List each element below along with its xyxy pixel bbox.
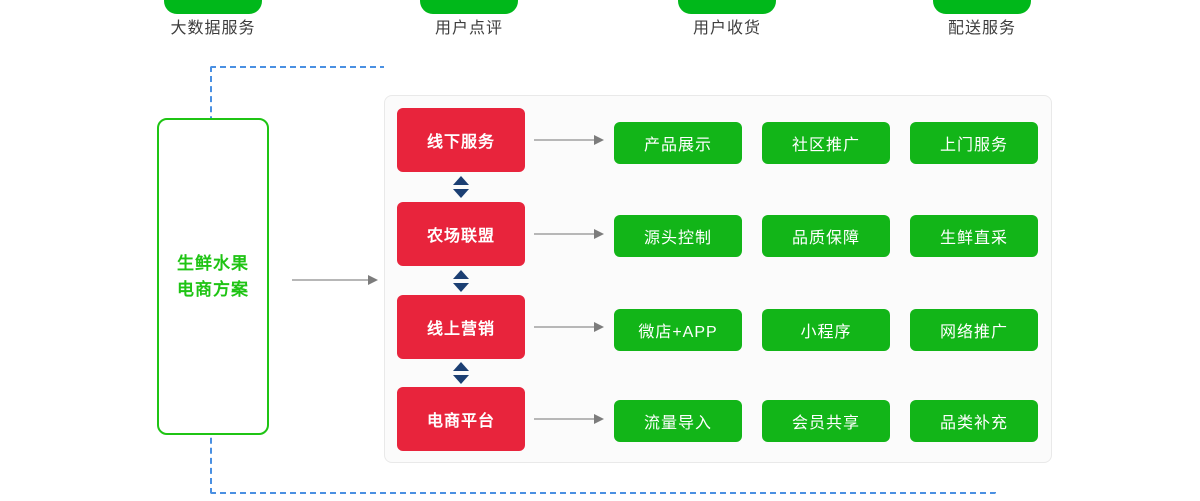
leaf-label-1-0: 源头控制: [643, 230, 712, 247]
top-pill-3[interactable]: [933, 0, 1031, 14]
leaf-label-1-1: 品质保障: [791, 230, 860, 247]
top-pill-label-0: 大数据服务: [170, 20, 256, 37]
root-node-line1: 生鲜水果: [177, 253, 249, 273]
top-pill-label-1: 用户点评: [434, 20, 503, 37]
arrow-head-icon: [594, 229, 604, 239]
arrow-shaft: [534, 418, 594, 420]
leaf-box-0-2[interactable]: 上门服务: [910, 122, 1038, 164]
leaf-label-3-0: 流量导入: [643, 415, 712, 432]
top-pill-label-2: 用户收货: [692, 20, 761, 37]
category-box-3[interactable]: 电商平台: [397, 387, 525, 451]
triangle-down-icon: [453, 375, 469, 384]
leaf-label-2-2: 网络推广: [939, 324, 1008, 341]
top-pill-label-3: 配送服务: [947, 20, 1016, 37]
arrow-shaft: [534, 233, 594, 235]
arrow-category-to-leaves-0: [534, 135, 604, 145]
triangle-up-icon: [453, 269, 469, 279]
leaf-label-0-1: 社区推广: [791, 137, 860, 154]
leaf-box-3-0[interactable]: 流量导入: [614, 400, 742, 442]
root-node[interactable]: 生鲜水果 电商方案: [157, 118, 269, 435]
leaf-box-3-2[interactable]: 品类补充: [910, 400, 1038, 442]
arrow-root-to-categories: [292, 275, 378, 285]
top-pill-2[interactable]: [678, 0, 776, 14]
leaf-label-3-2: 品类补充: [939, 415, 1008, 432]
leaf-label-1-2: 生鲜直采: [939, 230, 1008, 247]
root-node-line2: 电商方案: [177, 279, 249, 299]
leaf-box-2-2[interactable]: 网络推广: [910, 309, 1038, 351]
leaf-label-0-2: 上门服务: [939, 137, 1008, 154]
leaf-box-1-2[interactable]: 生鲜直采: [910, 215, 1038, 257]
dash-mask-bottom: [384, 458, 1054, 492]
arrow-category-to-leaves-3: [534, 414, 604, 424]
arrow-shaft: [534, 139, 594, 141]
leaf-box-1-1[interactable]: 品质保障: [762, 215, 890, 257]
category-box-0[interactable]: 线下服务: [397, 108, 525, 172]
leaf-label-3-1: 会员共享: [791, 415, 860, 432]
arrow-head-icon: [594, 135, 604, 145]
bidirectional-arrow-icon-2: [453, 362, 469, 384]
leaf-box-2-1[interactable]: 小程序: [762, 309, 890, 351]
category-box-1[interactable]: 农场联盟: [397, 202, 525, 266]
leaf-box-3-1[interactable]: 会员共享: [762, 400, 890, 442]
category-label-2: 线上营销: [426, 321, 495, 338]
triangle-down-icon: [453, 282, 469, 292]
category-label-1: 农场联盟: [426, 228, 495, 245]
leaf-box-1-0[interactable]: 源头控制: [614, 215, 742, 257]
leaf-label-0-0: 产品展示: [643, 137, 712, 154]
category-label-0: 线下服务: [426, 134, 495, 151]
leaf-label-2-0: 微店+APP: [638, 324, 718, 341]
leaf-label-2-1: 小程序: [800, 324, 852, 341]
triangle-down-icon: [453, 189, 469, 198]
arrow-head-icon: [594, 322, 604, 332]
arrow-head-icon: [594, 414, 604, 424]
leaf-box-2-0[interactable]: 微店+APP: [614, 309, 742, 351]
leaf-box-0-1[interactable]: 社区推广: [762, 122, 890, 164]
dash-mask-top: [384, 60, 1054, 100]
arrow-shaft: [534, 326, 594, 328]
top-pill-0[interactable]: [164, 0, 262, 14]
category-box-2[interactable]: 线上营销: [397, 295, 525, 359]
bidirectional-arrow-icon-0: [453, 176, 469, 198]
top-pill-1[interactable]: [420, 0, 518, 14]
leaf-box-0-0[interactable]: 产品展示: [614, 122, 742, 164]
triangle-up-icon: [453, 362, 469, 371]
bidirectional-arrow-icon-1: [453, 269, 469, 292]
arrow-category-to-leaves-1: [534, 229, 604, 239]
arrow-shaft: [292, 279, 368, 281]
triangle-up-icon: [453, 176, 469, 185]
arrow-category-to-leaves-2: [534, 322, 604, 332]
category-label-3: 电商平台: [426, 413, 495, 430]
arrow-head-icon: [368, 275, 378, 285]
